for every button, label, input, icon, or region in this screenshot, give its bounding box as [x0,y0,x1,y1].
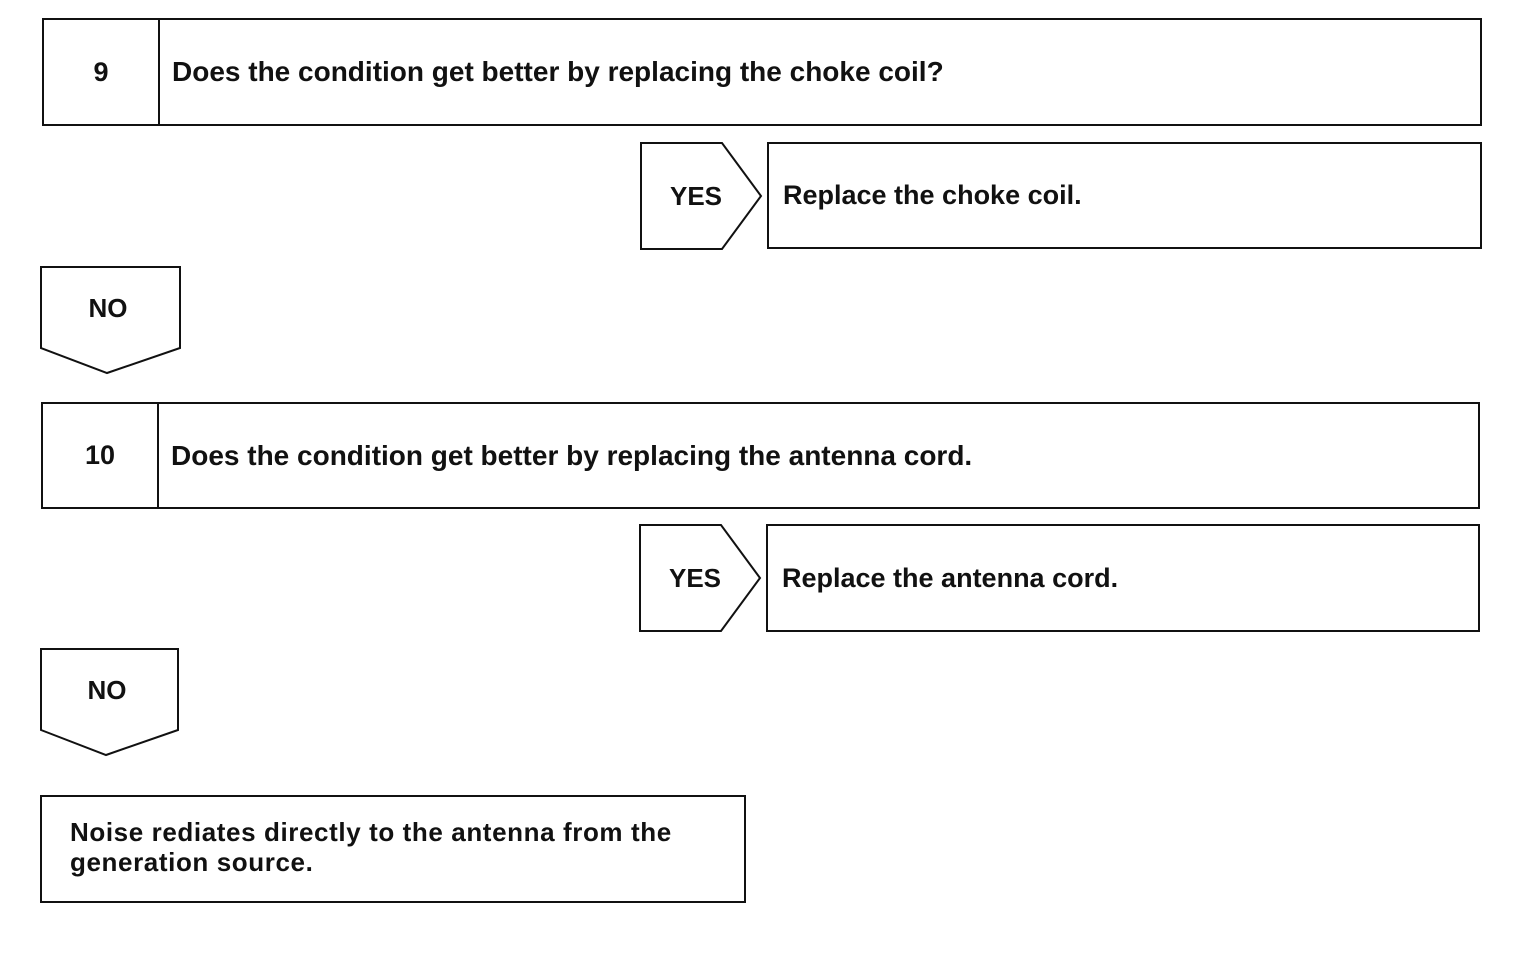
step-number: 10 [43,404,159,507]
yes-arrow: YES [640,142,763,250]
conclusion-box: Noise rediates directly to the antenna f… [40,795,746,903]
step-question: Does the condition get better by replaci… [171,439,973,471]
no-label: NO [88,675,127,705]
yes-label: YES [669,563,721,593]
yes-result-box: Replace the antenna cord. [766,524,1480,632]
no-arrow: NO [40,648,179,757]
step-question: Does the condition get better by replaci… [172,56,944,87]
yes-arrow: YES [639,524,762,632]
step-9-box: 9 Does the condition get better by repla… [42,18,1482,126]
yes-action: Replace the antenna cord. [782,562,1119,593]
no-arrow: NO [40,266,181,375]
conclusion-text: Noise rediates directly to the antenna f… [70,817,672,877]
yes-label: YES [670,181,722,211]
step-number: 9 [44,20,160,124]
yes-result-box: Replace the choke coil. [767,142,1482,249]
yes-action: Replace the choke coil. [783,180,1082,210]
step-10-box: 10 Does the condition get better by repl… [41,402,1480,509]
no-label: NO [89,293,128,323]
